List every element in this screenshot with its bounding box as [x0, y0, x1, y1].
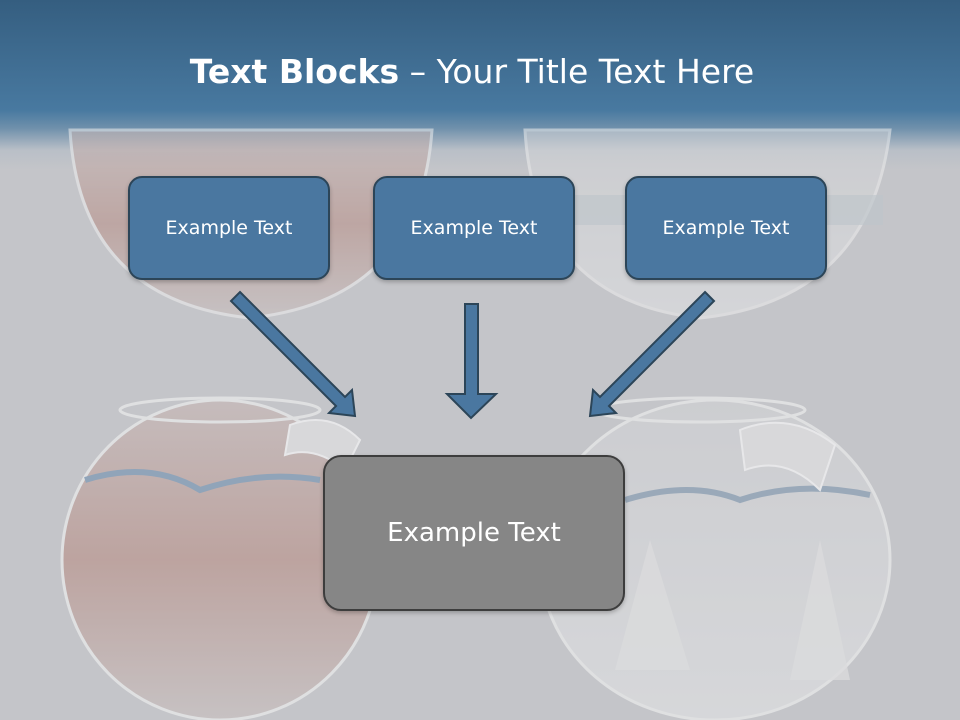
bowl-bottom-right	[538, 396, 892, 720]
title-bold-part: Text Blocks	[189, 52, 400, 91]
text-block-middle-label: Example Text	[410, 217, 538, 239]
arrow-center-down	[444, 303, 499, 420]
arrow-left-diagonal	[229, 290, 357, 418]
text-block-right-label: Example Text	[662, 217, 790, 239]
arrow-right-diagonal	[588, 290, 716, 418]
text-block-right[interactable]: Example Text	[625, 176, 827, 280]
text-block-left-label: Example Text	[165, 217, 293, 239]
text-block-middle[interactable]: Example Text	[373, 176, 575, 280]
title-regular-part: – Your Title Text Here	[399, 52, 755, 91]
text-block-left[interactable]: Example Text	[128, 176, 330, 280]
center-text-block[interactable]: Example Text	[323, 455, 625, 611]
slide-title: Text Blocks – Your Title Text Here	[0, 52, 944, 91]
center-text-block-label: Example Text	[387, 518, 561, 548]
